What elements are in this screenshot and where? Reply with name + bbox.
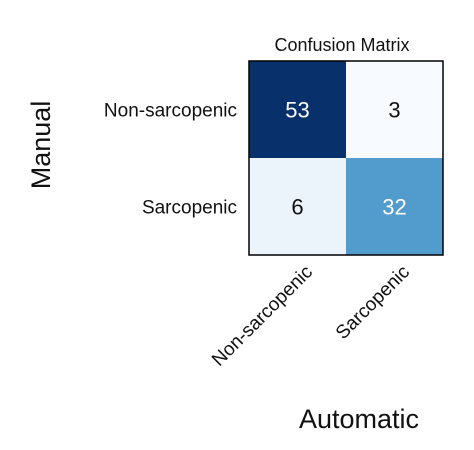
cell-value-r0-c1: 3 — [388, 98, 400, 123]
heatmap-cell-r1-c0 — [249, 158, 346, 255]
x-tick-label-0: Non-sarcopenic — [208, 262, 317, 371]
chart-title: Confusion Matrix — [274, 35, 409, 55]
plot-frame — [248, 60, 444, 256]
y-axis-label: Manual — [26, 101, 56, 190]
y-tick-label-0: Non-sarcopenic — [104, 101, 237, 122]
cell-value-r1-c1: 32 — [382, 195, 406, 220]
heatmap-cell-r0-c1 — [346, 61, 443, 158]
cell-value-r0-c0: 53 — [285, 98, 309, 123]
heatmap-cells: 53 3 6 32 — [249, 61, 443, 255]
y-tick-label-1: Sarcopenic — [142, 198, 237, 219]
cell-value-r1-c0: 6 — [291, 195, 303, 220]
x-axis-label: Automatic — [299, 404, 419, 434]
heatmap-cell-r1-c1 — [346, 158, 443, 255]
heatmap-cell-r0-c0 — [249, 61, 346, 158]
x-tick-label-1: Sarcopenic — [332, 262, 414, 344]
